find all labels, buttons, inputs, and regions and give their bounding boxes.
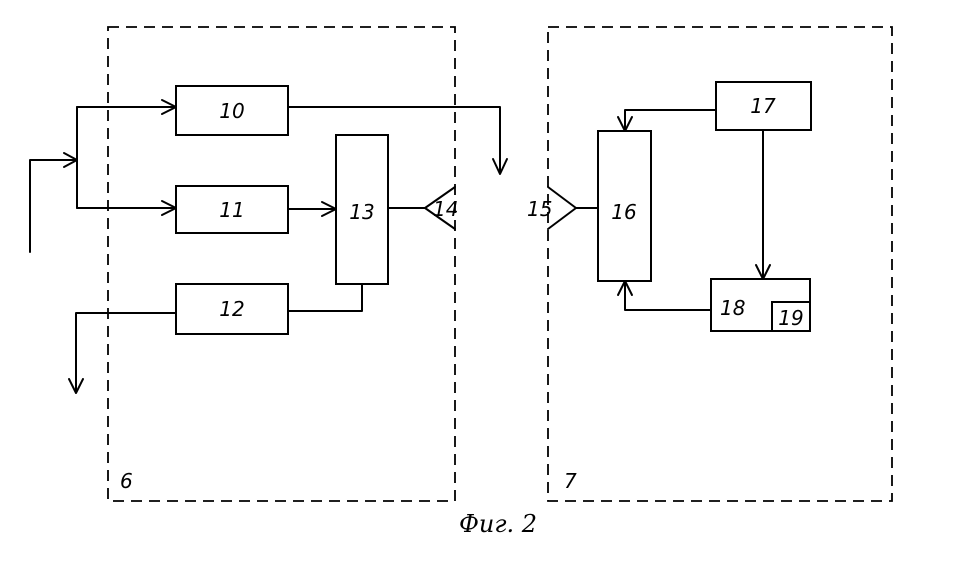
block-12: 12 xyxy=(175,283,289,335)
link-13-12 xyxy=(287,283,363,312)
output-12-line xyxy=(68,312,177,394)
group-7-frame xyxy=(547,26,893,502)
block-16: 16 xyxy=(597,130,652,282)
block-10: 10 xyxy=(175,85,289,136)
link-11-13 xyxy=(287,201,337,217)
connector-15: 15 xyxy=(527,186,599,230)
link-13-14: 14 xyxy=(387,186,458,230)
block-12-label: 12 xyxy=(219,297,244,321)
block-11: 11 xyxy=(175,185,289,234)
block-13: 13 xyxy=(335,134,389,285)
figure-caption: Фиг. 2 xyxy=(459,510,537,538)
block-13-label: 13 xyxy=(349,200,374,224)
link-17-16 xyxy=(617,109,717,132)
link-17-18 xyxy=(755,129,771,280)
block-18-label: 18 xyxy=(720,296,745,320)
block-17: 17 xyxy=(715,81,812,131)
group-7-label: 7 xyxy=(564,469,577,493)
input-branch xyxy=(29,99,177,253)
connector-14-label: 14 xyxy=(433,197,458,221)
link-18-16 xyxy=(617,280,712,311)
group-6-label: 6 xyxy=(120,469,133,493)
block-19: 19 xyxy=(771,301,811,332)
group-6-frame xyxy=(107,26,456,502)
block-11-label: 11 xyxy=(219,198,244,222)
output-10-line xyxy=(287,106,508,175)
block-10-label: 10 xyxy=(219,99,244,123)
connector-15-label: 15 xyxy=(527,197,552,221)
block-16-label: 16 xyxy=(611,200,636,224)
block-19-label: 19 xyxy=(778,306,803,330)
block-17-label: 17 xyxy=(750,94,776,118)
